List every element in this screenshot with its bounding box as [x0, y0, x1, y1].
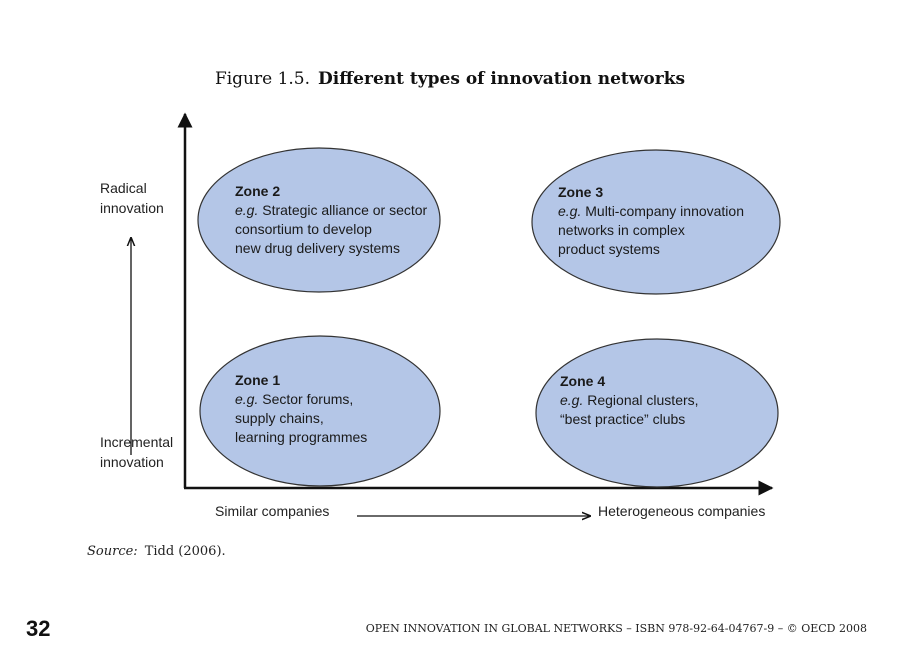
svg-text:e.g. Regional clusters,: e.g. Regional clusters, [560, 392, 699, 408]
zone-4-text: Zone 4 e.g. Regional clusters, “best pra… [560, 373, 699, 427]
svg-text:“best practice” clubs: “best practice” clubs [560, 411, 685, 427]
incremental-label: Incremental [100, 434, 173, 450]
svg-text:Zone 1: Zone 1 [235, 372, 280, 388]
zone-2-ellipse [197, 147, 441, 293]
svg-text:e.g. Multi-company innovation: e.g. Multi-company innovation [558, 203, 744, 219]
source-note: Source:Tidd (2006). [87, 544, 226, 559]
svg-text:networks in complex: networks in complex [558, 222, 685, 238]
figure-title: Figure 1.5.Different types of innovation… [215, 69, 685, 89]
running-footer: OPEN INNOVATION IN GLOBAL NETWORKS – ISB… [366, 622, 867, 635]
svg-text:learning programmes: learning programmes [235, 429, 367, 445]
zone-4-ellipse [535, 338, 779, 488]
zone-2-text: Zone 2 e.g. Strategic alliance or sector… [235, 183, 428, 256]
svg-text:supply chains,: supply chains, [235, 410, 324, 426]
svg-text:new drug delivery systems: new drug delivery systems [235, 240, 400, 256]
svg-text:Zone 2: Zone 2 [235, 183, 280, 199]
svg-text:e.g. Sector forums,: e.g. Sector forums, [235, 391, 353, 407]
zone-3-text: Zone 3 e.g. Multi-company innovation net… [558, 184, 744, 257]
radical-label-line2: innovation [100, 200, 164, 216]
zone-1-text: Zone 1 e.g. Sector forums, supply chains… [235, 372, 367, 445]
zone-1-ellipse [199, 335, 441, 487]
incremental-label-line2: innovation [100, 454, 164, 470]
heterogeneous-companies-label: Heterogeneous companies [598, 503, 765, 519]
page-number: 32 [26, 616, 50, 641]
svg-text:e.g. Strategic alliance or sec: e.g. Strategic alliance or sector [235, 202, 428, 218]
zone-3-ellipse [531, 149, 781, 295]
svg-text:Zone 3: Zone 3 [558, 184, 603, 200]
svg-text:product systems: product systems [558, 241, 660, 257]
svg-text:consortium to develop: consortium to develop [235, 221, 372, 237]
svg-text:Zone 4: Zone 4 [560, 373, 605, 389]
similar-companies-label: Similar companies [215, 503, 329, 519]
radical-label: Radical [100, 180, 147, 196]
